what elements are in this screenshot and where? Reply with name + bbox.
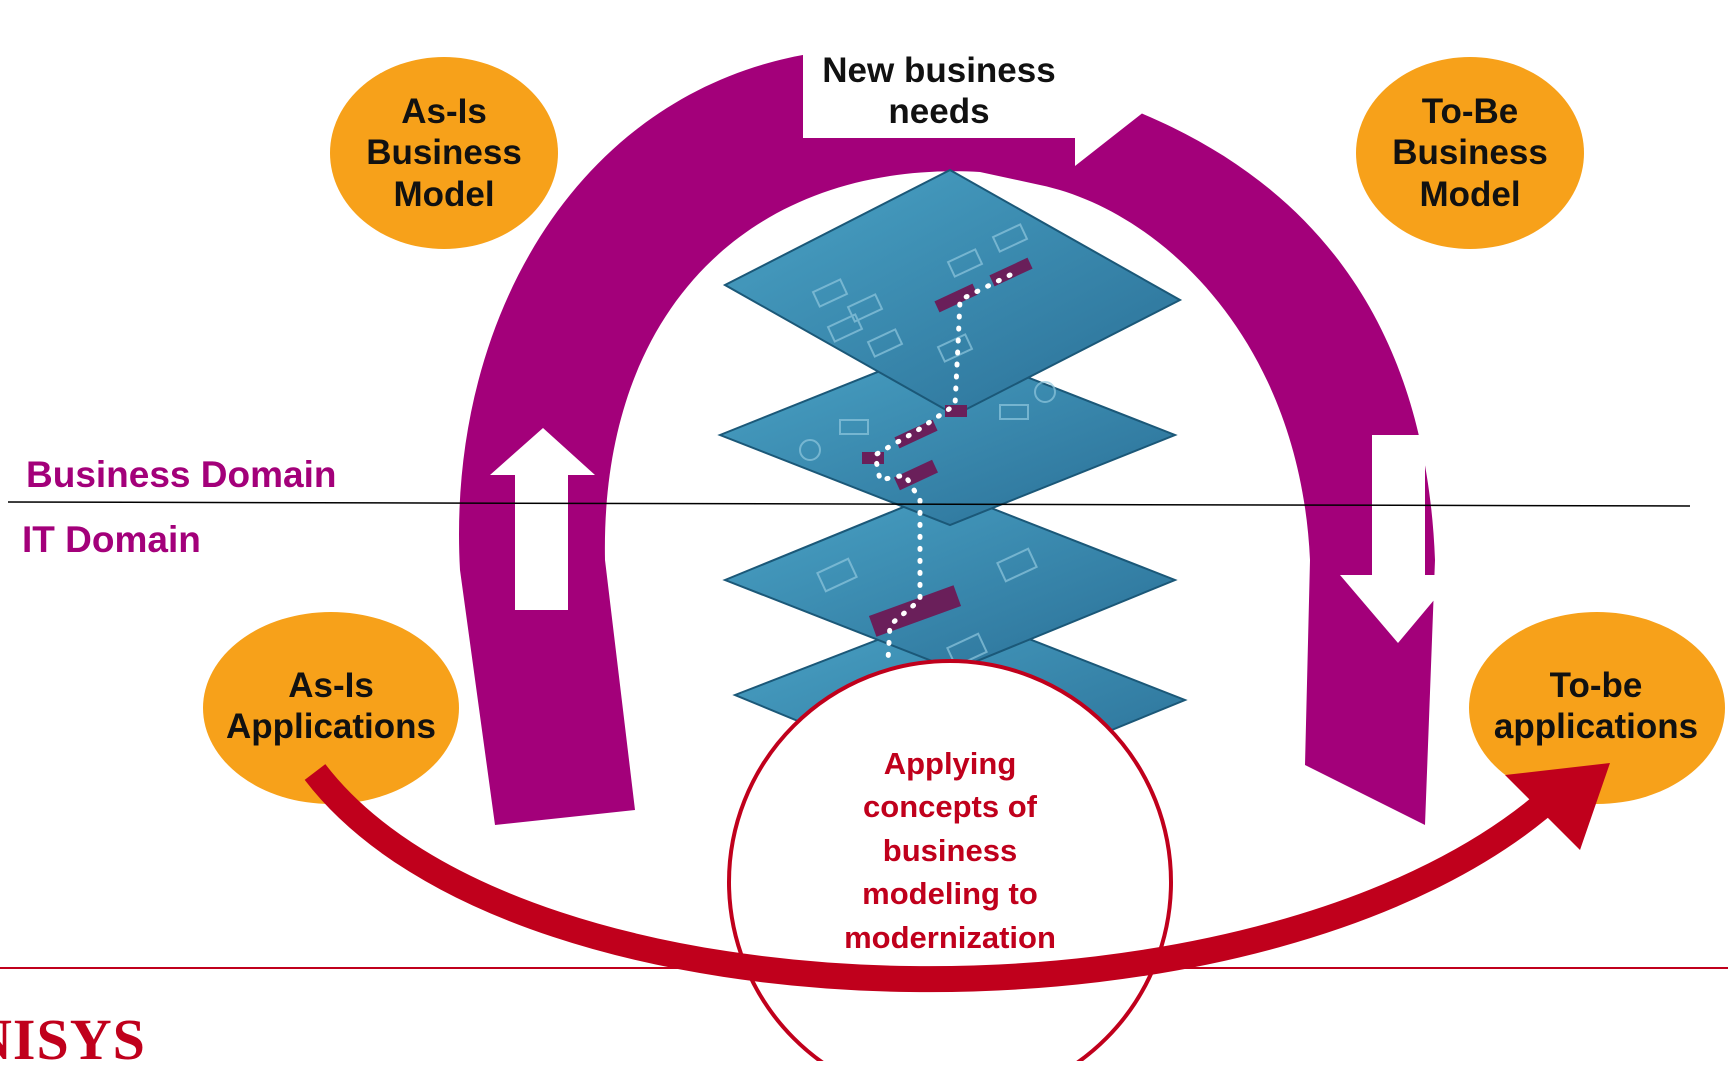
as-is-business-model-label: As-Is Business Model bbox=[366, 92, 522, 214]
domain-separator-line bbox=[7, 501, 1691, 507]
process-cycle-arc bbox=[459, 48, 1436, 825]
model-layer-3 bbox=[722, 488, 1178, 672]
business-domain-label: Business Domain bbox=[26, 454, 337, 495]
as-is-applications-label: As-Is Applications bbox=[225, 666, 437, 747]
down-arrow bbox=[1340, 435, 1455, 643]
new-business-needs-label: New business needs bbox=[822, 51, 1056, 132]
up-arrow bbox=[490, 428, 595, 610]
to-be-applications-node bbox=[1469, 612, 1725, 804]
as-is-applications-node bbox=[203, 612, 459, 804]
as-is-business-model-node bbox=[330, 57, 558, 249]
unisys-logo: NISYS bbox=[0, 1007, 146, 1072]
modernization-arrowhead bbox=[1505, 763, 1610, 850]
modernization-concept-label: Applying concepts of business modeling t… bbox=[844, 746, 1056, 955]
model-layer-1 bbox=[722, 168, 1183, 417]
to-be-applications-label: To-be applications bbox=[1493, 666, 1699, 747]
traceability-dotted-path bbox=[872, 272, 1013, 663]
it-domain-label: IT Domain bbox=[22, 519, 201, 560]
modernization-curve-arrow bbox=[304, 764, 1569, 993]
model-layer-2 bbox=[717, 343, 1178, 527]
to-be-business-model-node bbox=[1356, 57, 1584, 249]
to-be-business-model-label: To-Be Business Model bbox=[1392, 92, 1548, 214]
new-business-needs-arrow bbox=[803, 20, 1168, 166]
